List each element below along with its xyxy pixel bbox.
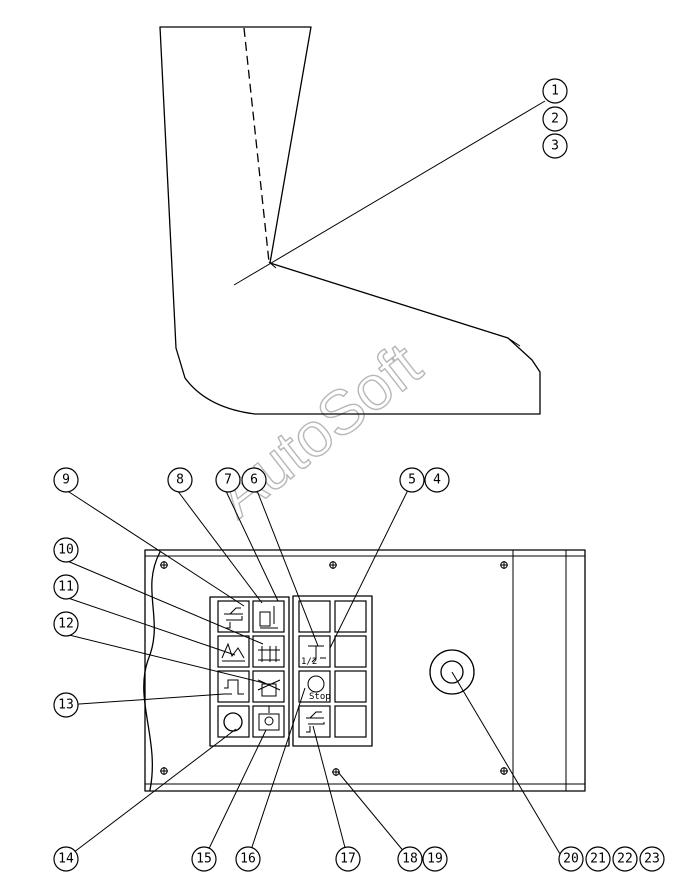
- cover-side-view: [159, 26, 541, 415]
- svg-text:2: 2: [551, 112, 559, 127]
- svg-text:11: 11: [58, 580, 74, 595]
- keypad-left: [209, 596, 290, 747]
- balloon-20: 20: [558, 846, 584, 872]
- balloon-6: 6: [241, 467, 267, 493]
- svg-text:9: 9: [62, 473, 70, 488]
- svg-text:4: 4: [433, 473, 441, 488]
- round-selector-knob: [429, 649, 475, 695]
- balloon-11: 11: [53, 574, 79, 600]
- svg-text:14: 14: [58, 852, 74, 867]
- balloon-7: 7: [215, 467, 241, 493]
- leader-lines: [64, 100, 564, 860]
- screw-icon: [160, 767, 168, 775]
- svg-text:5: 5: [408, 473, 416, 488]
- machine-cycle-icon: [259, 606, 278, 629]
- svg-text:13: 13: [58, 698, 74, 713]
- screw-icon: [332, 768, 340, 776]
- control-panel-front-view: [143, 549, 586, 792]
- svg-text:15: 15: [196, 852, 212, 867]
- lamp-icon: [258, 706, 280, 731]
- svg-text:6: 6: [250, 473, 258, 488]
- screw-icon: [329, 561, 337, 569]
- balloon-10: 10: [53, 537, 79, 563]
- balloon-2: 2: [542, 106, 568, 132]
- screw-icon: [500, 561, 508, 569]
- ram-icon: [224, 679, 244, 695]
- balloon-23: 23: [639, 846, 665, 872]
- svg-text:18: 18: [402, 852, 418, 867]
- balloon-12: 12: [53, 611, 79, 637]
- svg-text:1/2: 1/2: [301, 657, 317, 667]
- balloon-21: 21: [585, 846, 611, 872]
- balloon-13: 13: [53, 692, 79, 718]
- balloon-5: 5: [399, 467, 425, 493]
- svg-text:1: 1: [551, 84, 559, 99]
- svg-text:3: 3: [551, 139, 559, 154]
- balloon-17: 17: [335, 846, 361, 872]
- balloon-3: 3: [542, 133, 568, 159]
- balloon-16: 16: [235, 846, 261, 872]
- watermark-text: AutoSoft: [204, 330, 434, 531]
- pedal-mode-icon: [306, 711, 325, 733]
- stop-icon: Stop: [307, 675, 331, 702]
- svg-text:8: 8: [176, 473, 184, 488]
- balloon-4: 4: [424, 467, 450, 493]
- svg-text:17: 17: [340, 852, 356, 867]
- foot-pedal-icon: [224, 607, 243, 629]
- svg-text:16: 16: [240, 852, 256, 867]
- svg-text:Stop: Stop: [309, 692, 331, 702]
- grid-icon: [258, 646, 280, 662]
- balloon-1: 1: [542, 78, 568, 104]
- balloon-15: 15: [191, 846, 217, 872]
- svg-text:7: 7: [224, 473, 232, 488]
- balloon-19: 19: [422, 846, 448, 872]
- hand-tool-icon: [221, 642, 245, 662]
- balloon-18: 18: [397, 846, 423, 872]
- svg-text:10: 10: [58, 543, 74, 558]
- balloon-22: 22: [612, 846, 638, 872]
- svg-text:22: 22: [617, 852, 633, 867]
- screw-icon: [500, 767, 508, 775]
- balloon-8: 8: [167, 467, 193, 493]
- half-speed-icon: 1/2: [301, 645, 326, 667]
- keypad-right: 1/2 Stop: [292, 595, 373, 747]
- tool-change-icon: [257, 679, 281, 697]
- svg-text:23: 23: [644, 852, 660, 867]
- balloon-9: 9: [53, 467, 79, 493]
- svg-text:20: 20: [563, 852, 579, 867]
- svg-text:21: 21: [590, 852, 606, 867]
- balloon-14: 14: [53, 846, 79, 872]
- screw-icon: [160, 561, 168, 569]
- svg-text:19: 19: [427, 852, 443, 867]
- svg-text:12: 12: [58, 617, 74, 632]
